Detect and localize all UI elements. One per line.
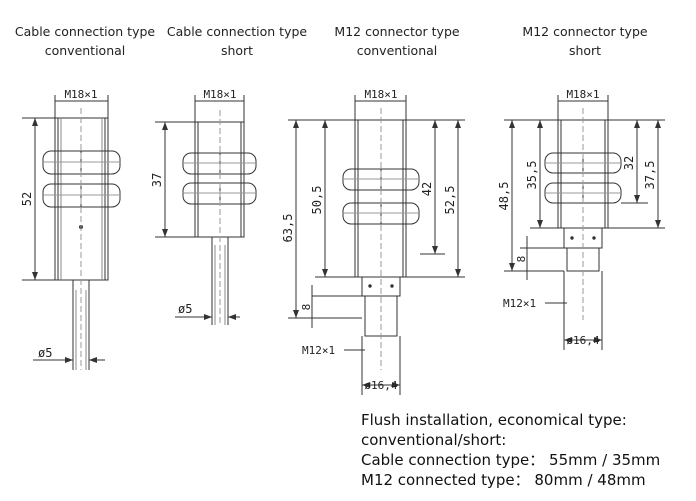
- header-line1: Cable connection type: [166, 24, 308, 39]
- arrowheads: [32, 118, 661, 388]
- header-line2: conventional: [44, 43, 126, 58]
- dim-label: 37,5: [643, 161, 657, 190]
- dim-label: M12×1: [302, 344, 335, 357]
- note-line: Flush installation, economical type:: [361, 411, 627, 429]
- sensor-m12-conventional: [288, 95, 465, 395]
- thread-label: M18×1: [566, 88, 599, 101]
- dim-label: 8: [300, 304, 313, 311]
- dim-label: 37: [150, 173, 164, 187]
- header-line2: short: [220, 43, 254, 58]
- header-line2: short: [568, 43, 602, 58]
- thread-label: M18×1: [364, 88, 397, 101]
- dim-label: 35,5: [525, 161, 539, 190]
- dim-label: 8: [515, 256, 528, 263]
- dim-label: ø16,4: [364, 379, 397, 392]
- header-cable-conventional: Cable connection type conventional: [0, 22, 170, 60]
- spec-notes: Flush installation, economical type: con…: [361, 410, 660, 490]
- header-line1: M12 connector type: [334, 24, 460, 39]
- thread-label: M18×1: [64, 88, 97, 101]
- header-m12-conventional: M12 connector type conventional: [312, 22, 482, 60]
- sensor-m12-short: [504, 95, 665, 350]
- note-line: M12 connected type： 80mm / 48mm: [361, 471, 646, 489]
- dim-label: 48,5: [497, 182, 511, 211]
- dim-label: 63,5: [281, 214, 295, 243]
- note-line: conventional/short:: [361, 431, 507, 449]
- header-line1: Cable connection type: [14, 24, 156, 39]
- dim-label: ø5: [38, 346, 52, 360]
- note-line: Cable connection type： 55mm / 35mm: [361, 451, 661, 469]
- header-line2: conventional: [356, 43, 438, 58]
- header-cable-short: Cable connection type short: [152, 22, 322, 60]
- dim-label: 32: [622, 156, 636, 170]
- dim-label: 42: [420, 182, 434, 196]
- thread-label: M18×1: [203, 88, 236, 101]
- dim-label: ø16,4: [566, 334, 599, 347]
- dim-label: 52,5: [443, 186, 457, 215]
- dim-label: 52: [20, 192, 34, 206]
- dim-label: ø5: [178, 302, 192, 316]
- sensor-cable-short: [155, 95, 257, 325]
- header-m12-short: M12 connector type short: [500, 22, 670, 60]
- header-line1: M12 connector type: [522, 24, 648, 39]
- sensor-cable-conventional: [22, 95, 121, 370]
- dim-label: M12×1: [503, 297, 536, 310]
- dim-label: 50,5: [310, 186, 324, 215]
